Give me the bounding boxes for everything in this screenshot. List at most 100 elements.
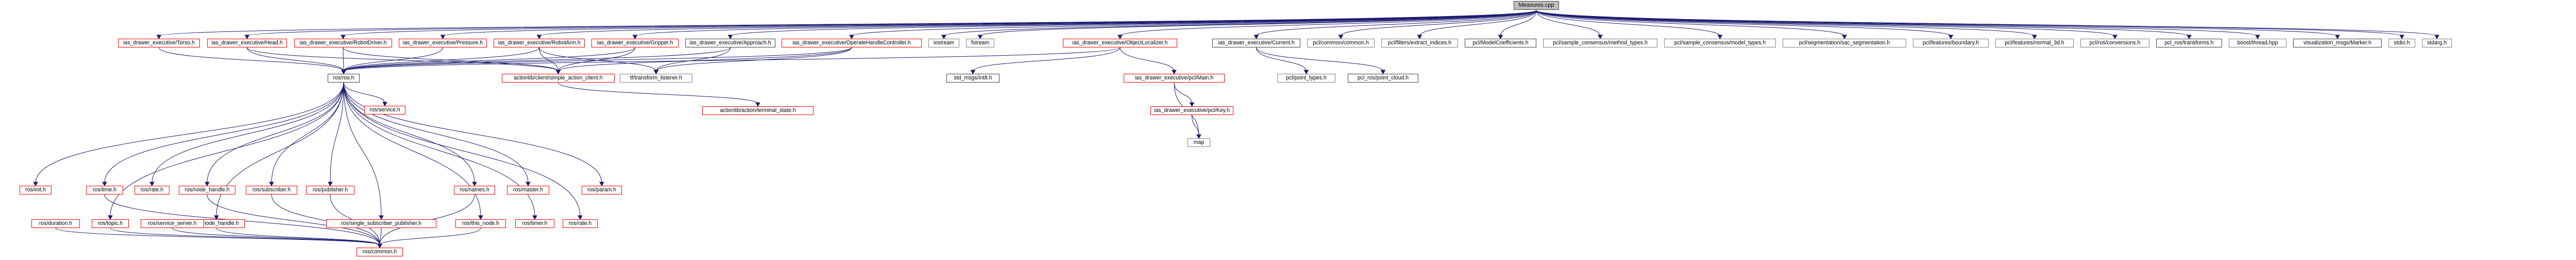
graph-node[interactable]: tf/transform_listener.h: [620, 74, 692, 83]
graph-node-label: map: [1193, 139, 1205, 146]
graph-edge: [110, 82, 344, 217]
graph-edge: [247, 10, 1537, 37]
graph-node[interactable]: stdio.h: [2388, 39, 2415, 47]
graph-node[interactable]: pcl/sample_consensus/model_types.h: [1664, 39, 1776, 47]
graph-node[interactable]: ros/topic.h: [92, 219, 129, 228]
graph-node[interactable]: pcl/ModelCoefficients.h: [1465, 39, 1536, 47]
graph-edge-arrowhead: [977, 35, 983, 40]
graph-node[interactable]: ias_drawer_executive/RobotArm.h: [494, 39, 585, 47]
graph-edge: [558, 47, 635, 72]
graph-edge: [539, 47, 558, 72]
graph-node[interactable]: ias_drawer_executive/Approach.h: [685, 39, 775, 47]
graph-node[interactable]: ros/duration.h: [31, 219, 80, 228]
graph-node[interactable]: ias_drawer_executive/RobotDriver.h: [294, 39, 392, 47]
graph-node[interactable]: ros/node_handle.h: [179, 186, 235, 194]
graph-edge-arrowhead: [149, 182, 155, 187]
graph-node[interactable]: pcl/point_types.h: [1277, 74, 1335, 83]
graph-node-label: pcl/features/boundary.h: [1923, 40, 1979, 46]
graph-node-label: ros/single_subscriber_publisher.h: [341, 220, 421, 227]
graph-node-label: ias_drawer_executive/Pressure.h: [402, 40, 483, 46]
graph-edge-arrowhead: [1303, 70, 1309, 75]
graph-node-label: stdio.h: [2394, 40, 2410, 46]
graph-edge: [343, 82, 481, 217]
graph-node[interactable]: ros/timer.h: [515, 219, 554, 228]
graph-node[interactable]: ros/rate.h: [563, 219, 598, 228]
graph-node[interactable]: ias_drawer_executive/Current.h: [1212, 39, 1300, 47]
graph-edge: [216, 228, 380, 246]
graph-node[interactable]: ros/ros.h: [328, 74, 360, 83]
graph-node[interactable]: std_msgs/Int8.h: [946, 74, 999, 83]
graph-node[interactable]: ros/time.h: [86, 186, 123, 194]
graph-node[interactable]: ros/single_subscriber_publisher.h: [326, 219, 436, 228]
graph-edge: [1120, 10, 1537, 37]
graph-node[interactable]: iostream: [928, 39, 959, 47]
graph-node[interactable]: pcl/common/common.h: [1307, 39, 1375, 47]
graph-node[interactable]: ros/names.h: [454, 186, 495, 194]
graph-edge: [539, 47, 656, 72]
graph-node-label: pcl/sample_consensus/model_types.h: [1674, 40, 1766, 46]
graph-node-label: ias_drawer_executive/pcl/Main.h: [1134, 75, 1214, 82]
graph-node[interactable]: ros/this_node.h: [455, 219, 506, 228]
graph-node[interactable]: ros/rate.h: [134, 186, 170, 194]
graph-edge-arrowhead: [377, 243, 382, 249]
graph-edge: [55, 228, 380, 246]
graph-node[interactable]: ros/param.h: [582, 186, 622, 194]
graph-node[interactable]: boost/thread.hpp: [2229, 39, 2286, 47]
graph-edge-arrowhead: [2335, 35, 2340, 40]
graph-node[interactable]: ias_drawer_executive/Head.h: [207, 39, 287, 47]
graph-node[interactable]: ias_drawer_executive/Torso.h: [118, 39, 200, 47]
graph-root-node[interactable]: Measures.cpp: [1514, 1, 1559, 10]
graph-node[interactable]: ros/service_server.h: [141, 219, 204, 228]
graph-node-label: pcl/ModelCoefficients.h: [1472, 40, 1529, 46]
graph-edge-arrowhead: [377, 243, 382, 249]
graph-node[interactable]: pcl/segmentation/sac_segmentation.h: [1783, 39, 1906, 47]
graph-edge: [1536, 10, 1720, 37]
graph-node[interactable]: actionlib/action/terminal_state.h: [702, 106, 814, 115]
graph-node[interactable]: pcl_ros/transforms.h: [2156, 39, 2222, 47]
graph-node[interactable]: pcl/sample_consensus/method_types.h: [1543, 39, 1657, 47]
graph-node[interactable]: ros/common.h: [357, 248, 403, 256]
graph-node[interactable]: actionlib/client/simple_action_client.h: [502, 74, 615, 83]
graph-node[interactable]: ias_drawer_executive/Pressure.h: [399, 39, 487, 47]
graph-node[interactable]: ias_drawer_executive/Gripper.h: [591, 39, 679, 47]
graph-node[interactable]: pcl/filters/extract_indices.h: [1381, 39, 1458, 47]
graph-edge: [104, 82, 344, 184]
graph-node-label: pcl_ros/transforms.h: [2164, 40, 2214, 46]
graph-edge-arrowhead: [653, 70, 659, 75]
graph-edge: [343, 82, 475, 184]
graph-edge-arrowhead: [377, 243, 382, 249]
graph-node[interactable]: ias_drawer_executive/pcl/Main.h: [1124, 74, 1225, 83]
graph-node[interactable]: stdarg.h: [2422, 39, 2452, 47]
graph-edge: [1174, 82, 1192, 104]
graph-edge: [656, 47, 852, 72]
graph-edge-arrowhead: [377, 243, 382, 249]
graph-edge-arrowhead: [341, 70, 346, 75]
graph-edge: [343, 47, 1121, 72]
graph-node[interactable]: ias_drawer_executive/ObjectLocalizer.h: [1063, 39, 1177, 47]
graph-edge: [343, 10, 1537, 37]
graph-edge: [1536, 10, 2437, 37]
graph-node[interactable]: ros/subscriber.h: [246, 186, 297, 194]
graph-node[interactable]: ias_drawer_executive/pcl/Key.h: [1150, 106, 1233, 115]
graph-node[interactable]: pcl/features/boundary.h: [1913, 39, 1989, 47]
graph-edge: [443, 10, 1537, 37]
graph-edge: [343, 47, 443, 72]
graph-node[interactable]: fstream: [966, 39, 994, 47]
graph-edge-arrowhead: [1338, 35, 1344, 40]
graph-edge-arrowhead: [1253, 35, 1259, 40]
graph-node[interactable]: pcl_ros/point_cloud.h: [1348, 74, 1418, 83]
graph-node[interactable]: ros/init.h: [20, 186, 52, 194]
graph-edge-arrowhead: [1842, 35, 1847, 40]
graph-node[interactable]: pcl/ros/conversions.h: [2080, 39, 2149, 47]
graph-node[interactable]: ros/service.h: [364, 106, 405, 115]
graph-edge-arrowhead: [632, 35, 638, 40]
graph-node[interactable]: ros/publisher.h: [306, 186, 354, 194]
graph-node[interactable]: pcl/features/normal_3d.h: [1995, 39, 2074, 47]
graph-edge-arrowhead: [532, 215, 537, 220]
graph-node[interactable]: ros/master.h: [507, 186, 549, 194]
graph-node-label: ros/ros.h: [333, 75, 354, 82]
graph-edge-arrowhead: [2399, 35, 2404, 40]
graph-node[interactable]: visualization_msgs/Marker.h: [2293, 39, 2382, 47]
graph-node[interactable]: map: [1188, 138, 1210, 147]
graph-node[interactable]: ias_drawer_executive/OperateHandleContro…: [782, 39, 922, 47]
